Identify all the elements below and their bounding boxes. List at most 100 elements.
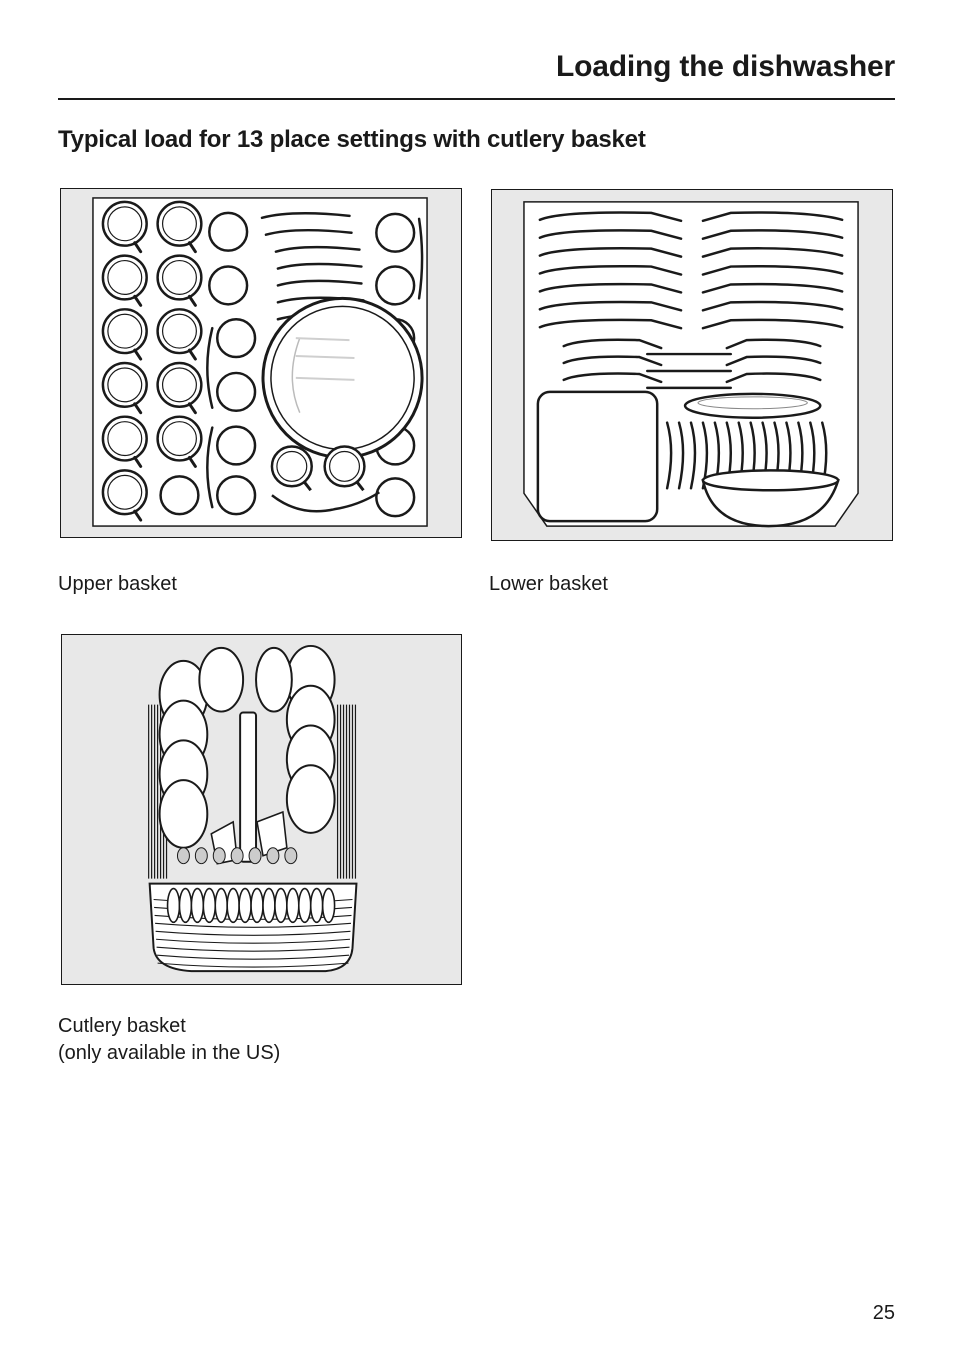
- cutlery-basket-caption-line2: (only available in the US): [58, 1042, 281, 1064]
- plate-edge: [701, 282, 844, 294]
- spoon-handle: [166, 887, 181, 924]
- cup-handle: [187, 402, 197, 415]
- plate-edge: [701, 211, 844, 223]
- rack-rail: [206, 426, 214, 509]
- bowl-side: [677, 421, 685, 490]
- plate-edge: [701, 229, 844, 240]
- glass: [208, 265, 249, 306]
- cup-outline: [156, 415, 203, 462]
- spoon-handle: [297, 887, 312, 924]
- plate-edge: [274, 245, 361, 253]
- plate-edge: [538, 318, 683, 330]
- glass: [216, 371, 257, 412]
- cup-outline: [156, 361, 203, 408]
- spoon-handle: [286, 887, 300, 924]
- spoon-handle: [321, 887, 336, 924]
- plate-edge: [538, 211, 683, 223]
- glass: [208, 211, 249, 252]
- cup-rim: [161, 367, 197, 403]
- lower-basket-caption: Lower basket: [489, 573, 608, 595]
- spoon-handle: [202, 887, 217, 924]
- cutlery-basket-illustration: [61, 634, 462, 985]
- lower-basket-illustration: [491, 189, 893, 541]
- cup-rim: [161, 206, 197, 242]
- plate-edge: [538, 247, 683, 258]
- page-number: 25: [872, 1302, 895, 1324]
- glass: [375, 477, 416, 518]
- basket-slot: [176, 847, 190, 865]
- plate-edge: [276, 279, 363, 287]
- upper-basket-caption: Upper basket: [58, 573, 177, 595]
- plate-edge: [538, 229, 683, 240]
- plate-edge: [562, 355, 663, 367]
- bowl-side: [665, 421, 673, 490]
- cup-rim: [107, 206, 143, 242]
- cup-handle: [187, 241, 197, 254]
- rack-rail: [417, 217, 424, 300]
- cup-outline: [156, 308, 203, 355]
- spoon-handle: [262, 887, 276, 924]
- plate-edge: [701, 247, 844, 258]
- cup-handle: [133, 402, 143, 415]
- spoon-handle: [226, 887, 240, 924]
- cup-rim: [161, 259, 197, 295]
- bowl-side: [689, 421, 697, 490]
- page-header-title: Loading the dishwasher: [556, 50, 895, 83]
- spoon-bowl: [285, 764, 336, 834]
- plate-edge: [276, 262, 363, 270]
- spoon-bowl: [198, 646, 245, 713]
- plate-edge: [260, 212, 351, 220]
- cutlery-basket-caption: Cutlery basket (only available in the US…: [58, 1013, 280, 1067]
- cup-rim: [107, 421, 143, 457]
- basket-rib: [157, 962, 349, 968]
- knife-blade: [239, 711, 258, 863]
- plate-edge: [725, 372, 822, 384]
- spoon-handle: [238, 887, 252, 924]
- upper-basket-drawing: [92, 197, 428, 527]
- plate-edge: [562, 338, 663, 350]
- glass: [159, 475, 200, 516]
- cup-outline: [156, 200, 203, 247]
- cup-outline: [156, 254, 203, 301]
- cup-handle: [133, 509, 143, 522]
- cup-outline: [101, 415, 148, 462]
- cup-outline: [101, 361, 148, 408]
- basket-rib: [155, 922, 352, 928]
- spoon-handle: [309, 887, 324, 924]
- basket-rib: [156, 946, 350, 952]
- server-head: [256, 810, 288, 857]
- cup-handle: [187, 455, 197, 468]
- cup-handle: [187, 348, 197, 361]
- cup-rim: [107, 259, 143, 295]
- cup-outline: [101, 254, 148, 301]
- basket-slot: [212, 847, 226, 865]
- plate-edge: [538, 300, 683, 312]
- glass: [216, 318, 257, 359]
- cup-handle: [133, 294, 143, 307]
- rack-rail: [206, 326, 214, 409]
- plate-edge: [701, 318, 844, 330]
- plate-edge: [538, 282, 683, 294]
- spoon-bowl: [158, 779, 209, 849]
- basket-slot: [230, 847, 244, 865]
- basket-rib: [157, 954, 350, 960]
- cup-outline: [101, 469, 148, 516]
- cup-rim: [161, 421, 197, 457]
- cutlery-basket-drawing: [148, 644, 358, 973]
- spoon-handle: [214, 887, 228, 924]
- section-title: Typical load for 13 place settings with …: [58, 126, 646, 153]
- cup-outline: [101, 200, 148, 247]
- spoon-handle: [190, 887, 205, 924]
- glass: [375, 265, 416, 306]
- basket-rib: [156, 938, 351, 944]
- cup-outline: [101, 308, 148, 355]
- cup-rim: [107, 474, 143, 510]
- glass: [375, 212, 416, 253]
- glass: [216, 475, 257, 516]
- plate-edge: [701, 264, 844, 276]
- spoon-bowl: [255, 646, 293, 713]
- header-rule: [58, 98, 895, 100]
- cup-handle: [187, 294, 197, 307]
- cup-handle: [133, 241, 143, 254]
- cup-rim: [161, 313, 197, 349]
